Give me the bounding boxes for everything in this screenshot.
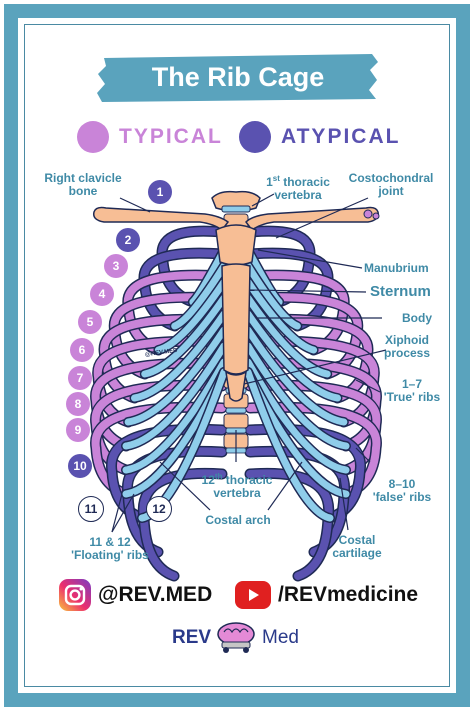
rib-number-badge: 5 (78, 310, 102, 334)
costal-cartilage (244, 358, 350, 474)
label-xiphoid-process: Xiphoid process (383, 333, 431, 360)
rib-number-badge: 2 (116, 228, 140, 252)
legend-atypical-label: ATYPICAL (281, 125, 401, 148)
page-title: The Rib Cage (151, 61, 325, 92)
label-right-clavicle: Right clavicle bone (44, 171, 122, 198)
label-true-ribs: 1–7 'True' ribs (383, 377, 441, 404)
legend-typical-dot (77, 121, 109, 153)
rib-number-badge: 12 (146, 496, 172, 522)
spine-disc (225, 407, 247, 414)
label-costochondral-joint: Costochondral joint (348, 171, 434, 198)
costal-cartilage (171, 262, 228, 330)
costal-cartilage (244, 310, 341, 402)
inner-border (24, 24, 450, 687)
rib-number-badge: 3 (104, 254, 128, 278)
rib-number-badge: 6 (70, 338, 94, 362)
rib-number-badge: 10 (68, 454, 92, 478)
label-false-ribs: 8–10 'false' ribs (372, 477, 432, 504)
right-clavicle (245, 206, 380, 232)
label-twelfth-thoracic: 12th thoracic vertebra (201, 472, 273, 500)
legend-typical-label: TYPICAL (119, 125, 223, 148)
costochondral-marker-2 (372, 212, 380, 220)
brand-left-text: REV (172, 627, 212, 648)
label-floating-ribs: 11 & 12 'Floating' ribs (71, 535, 149, 562)
costal-cartilage (124, 326, 228, 426)
costal-cartilage (244, 278, 318, 354)
instagram-handle[interactable]: @REV.MED (98, 583, 213, 606)
rib-number-badge: 8 (66, 392, 90, 416)
rib-number-badge: 1 (148, 180, 172, 204)
label-costal-arch: Costal arch (205, 513, 271, 527)
costal-cartilage (244, 294, 331, 378)
costal-cartilage (131, 310, 228, 402)
rib-number-badge: 11 (78, 496, 104, 522)
costal-cartilage (244, 326, 348, 426)
rib-number-badge: 7 (68, 366, 92, 390)
brain-logo-icon (217, 622, 255, 653)
rib (100, 315, 226, 402)
rib-number-badge: 9 (66, 418, 90, 442)
costal-cartilage (244, 262, 301, 330)
youtube-handle[interactable]: /REVmedicine (278, 583, 419, 606)
label-first-thoracic: 1st thoracic vertebra (266, 174, 330, 202)
label-body: Body (402, 311, 432, 325)
vertebra-disc-top (221, 205, 251, 213)
xiphoid-process (225, 370, 247, 402)
sternum-body (221, 263, 251, 375)
costochondral-marker-1 (363, 209, 373, 219)
costal-cartilage (122, 342, 228, 450)
costal-cartilage (122, 358, 228, 474)
rib (110, 293, 226, 378)
label-sternum: Sternum (370, 283, 431, 300)
brand-right-text: Med (262, 627, 299, 648)
costal-cartilage (244, 368, 334, 522)
costal-cartilage (141, 294, 228, 378)
instagram-icon[interactable] (58, 578, 92, 612)
costal-cartilage (154, 278, 228, 354)
leader-lines (111, 193, 387, 533)
label-costal-cartilage: Costal cartilage (332, 533, 382, 560)
rib (246, 293, 362, 378)
youtube-icon[interactable] (234, 580, 272, 610)
rib-number-badge: 4 (90, 282, 114, 306)
manubrium (215, 224, 257, 266)
legend-atypical-dot (239, 121, 271, 153)
costal-cartilage (244, 342, 350, 450)
rib (246, 315, 372, 402)
outer-frame (4, 4, 470, 707)
label-manubrium: Manubrium (364, 261, 429, 275)
spine-vertebra (223, 413, 249, 429)
